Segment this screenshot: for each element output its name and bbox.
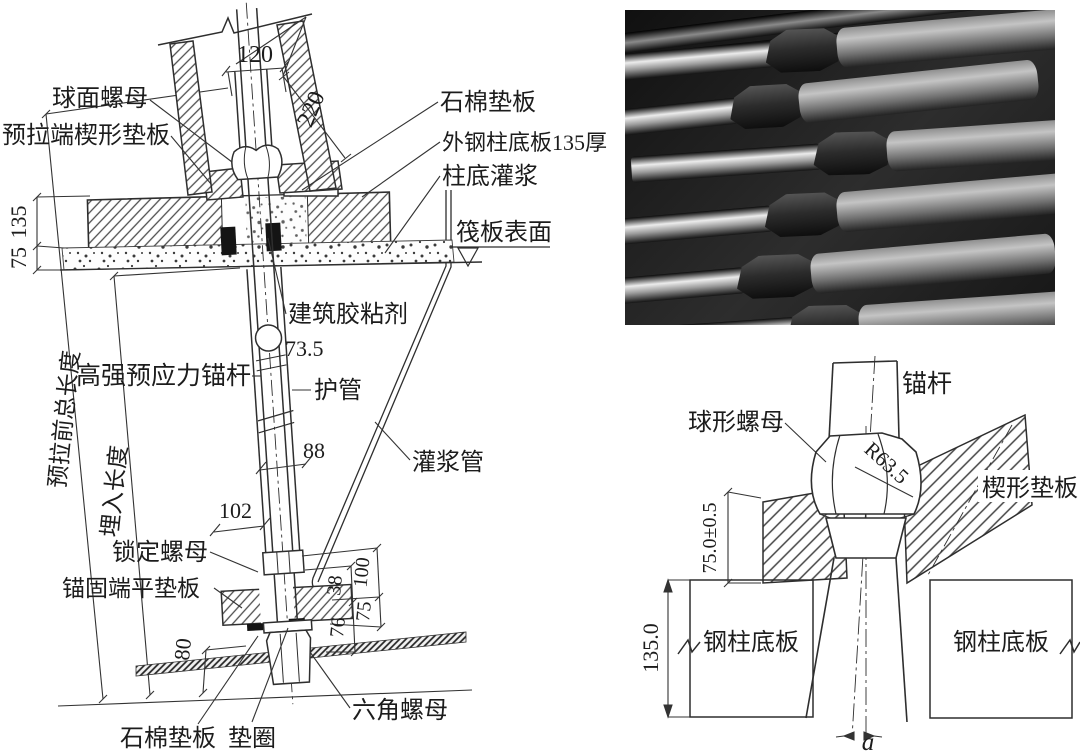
label-sleeve-pipe: 护管 bbox=[314, 377, 362, 404]
dim-88: 88 bbox=[303, 438, 325, 463]
anchor-rod-assembly bbox=[231, 2, 313, 705]
steel-base-plates bbox=[677, 579, 1080, 719]
label-hex-nut: 六角螺母 bbox=[352, 697, 448, 724]
bolt-sleeve bbox=[835, 172, 1055, 233]
anchor-rod-shape bbox=[805, 360, 908, 723]
bolt-hex-nut bbox=[727, 81, 807, 133]
label-steel-base-plate-left: 钢柱底板 bbox=[703, 629, 799, 656]
label-raft-surface: 筏板表面 bbox=[456, 219, 552, 246]
anchor-bolts-photo bbox=[625, 10, 1055, 325]
bolt-shaft bbox=[625, 205, 774, 245]
label-wedge-plate-detail: 楔形垫板 bbox=[982, 475, 1078, 502]
bolt-shaft bbox=[625, 267, 746, 305]
hex-nut-shape bbox=[265, 629, 312, 686]
rod-centerline bbox=[245, 2, 294, 705]
label-column-base-grout: 柱底灌浆 bbox=[442, 163, 538, 190]
label-building-adhesive: 建筑胶粘剂 bbox=[288, 301, 408, 328]
sleeve-pipe-line bbox=[280, 266, 301, 555]
label-grouting-pipe: 灌浆管 bbox=[412, 449, 484, 476]
bolt-shaft bbox=[625, 41, 775, 81]
dim-80: 80 bbox=[169, 637, 196, 661]
label-pretension-wedge-plate: 预拉端楔形垫板 bbox=[2, 122, 170, 149]
bolt-shaft bbox=[625, 97, 739, 138]
dim-135: 135 bbox=[6, 206, 31, 239]
bolt-shaft bbox=[630, 143, 822, 183]
anchor-bolt-section-diagram: 球面螺母 预拉端楔形垫板 石棉垫板 外钢柱底板135厚 柱底灌浆 筏板表面 建筑… bbox=[2, 2, 607, 752]
label-steel-base-plate-right: 钢柱底板 bbox=[953, 629, 1049, 656]
column-break-line bbox=[157, 13, 313, 46]
bolt-hex-nut bbox=[762, 189, 846, 240]
label-backing bbox=[978, 470, 1080, 502]
raft-surface-line bbox=[59, 261, 483, 271]
dim-76: 76 bbox=[326, 616, 350, 638]
leader-lines bbox=[149, 99, 441, 725]
label-embedded-length: 埋入长度 bbox=[97, 444, 131, 538]
spherical-nut-detail-diagram: 锚杆 球形螺母 楔形垫板 钢柱底板 钢柱底板 R63.5 75.0±0.5 13… bbox=[638, 355, 1080, 753]
dim-120: 120 bbox=[237, 42, 273, 68]
bolt-hex-nut bbox=[734, 251, 820, 302]
label-spherical-nut-detail: 球形螺母 bbox=[688, 409, 784, 436]
detail-dimensions bbox=[663, 466, 914, 741]
spherical-nut-shape bbox=[231, 144, 283, 181]
bolt-hex-nut bbox=[763, 25, 845, 76]
dim-75-lower: 75 bbox=[352, 600, 376, 622]
bolt-shaft bbox=[625, 316, 797, 325]
break-mark bbox=[1059, 638, 1080, 655]
label-washer: 垫圈 bbox=[228, 725, 276, 752]
bolt-hex-nut bbox=[811, 129, 894, 178]
bolt-sleeve bbox=[885, 116, 1055, 172]
dim-38: 38 bbox=[323, 574, 347, 596]
dim-73-5: 73.5 bbox=[285, 336, 324, 361]
detail-leaders bbox=[784, 422, 827, 463]
dimension-marks bbox=[32, 16, 386, 698]
label-locking-nut: 锁定螺母 bbox=[112, 539, 208, 566]
dim-75-tol: 75.0±0.5 bbox=[699, 503, 721, 574]
steel-column-walls bbox=[157, 13, 337, 196]
radius-leader bbox=[854, 466, 914, 498]
bolt-hex-nut bbox=[786, 302, 867, 325]
angle-arrow-left bbox=[842, 731, 855, 741]
label-asbestos-pad-top: 石棉垫板 bbox=[440, 89, 536, 116]
label-anchor-rod-detail: 锚杆 bbox=[902, 370, 952, 398]
label-spherical-nut: 球面螺母 bbox=[52, 85, 148, 112]
overall-length-dimensions bbox=[41, 87, 473, 707]
dim-100: 100 bbox=[350, 556, 375, 588]
wedge-plates bbox=[762, 413, 1033, 585]
break-mark bbox=[257, 409, 294, 422]
label-anchor-end-plate: 锚固端平垫板 bbox=[62, 576, 200, 601]
rod-coupler bbox=[254, 324, 283, 352]
bolt-sleeve bbox=[809, 233, 1055, 295]
break-mark bbox=[677, 638, 701, 655]
label-total-length: 预拉前总长度 bbox=[45, 349, 84, 489]
dim-75-upper: 75 bbox=[6, 247, 31, 269]
level-mark bbox=[452, 246, 550, 268]
sleeve-pipe-line bbox=[246, 269, 267, 557]
angle-arrow-right bbox=[863, 731, 876, 741]
base-plate bbox=[86, 191, 392, 251]
label-outer-column-base-plate: 外钢柱底板135厚 bbox=[442, 130, 607, 155]
locking-nut-shape bbox=[261, 549, 305, 576]
dim-102: 102 bbox=[219, 498, 252, 523]
label-asbestos-pad-bottom: 石棉垫板 bbox=[120, 725, 216, 752]
break-mark bbox=[258, 421, 295, 434]
spherical-nut-detail-shape bbox=[810, 432, 922, 559]
label-anchor-rod: 高强预应力锚杆 bbox=[76, 362, 251, 390]
label-angle-a: a bbox=[862, 729, 875, 753]
bolt-sleeve bbox=[857, 290, 1055, 325]
dim-135-detail: 135.0 bbox=[638, 623, 663, 673]
